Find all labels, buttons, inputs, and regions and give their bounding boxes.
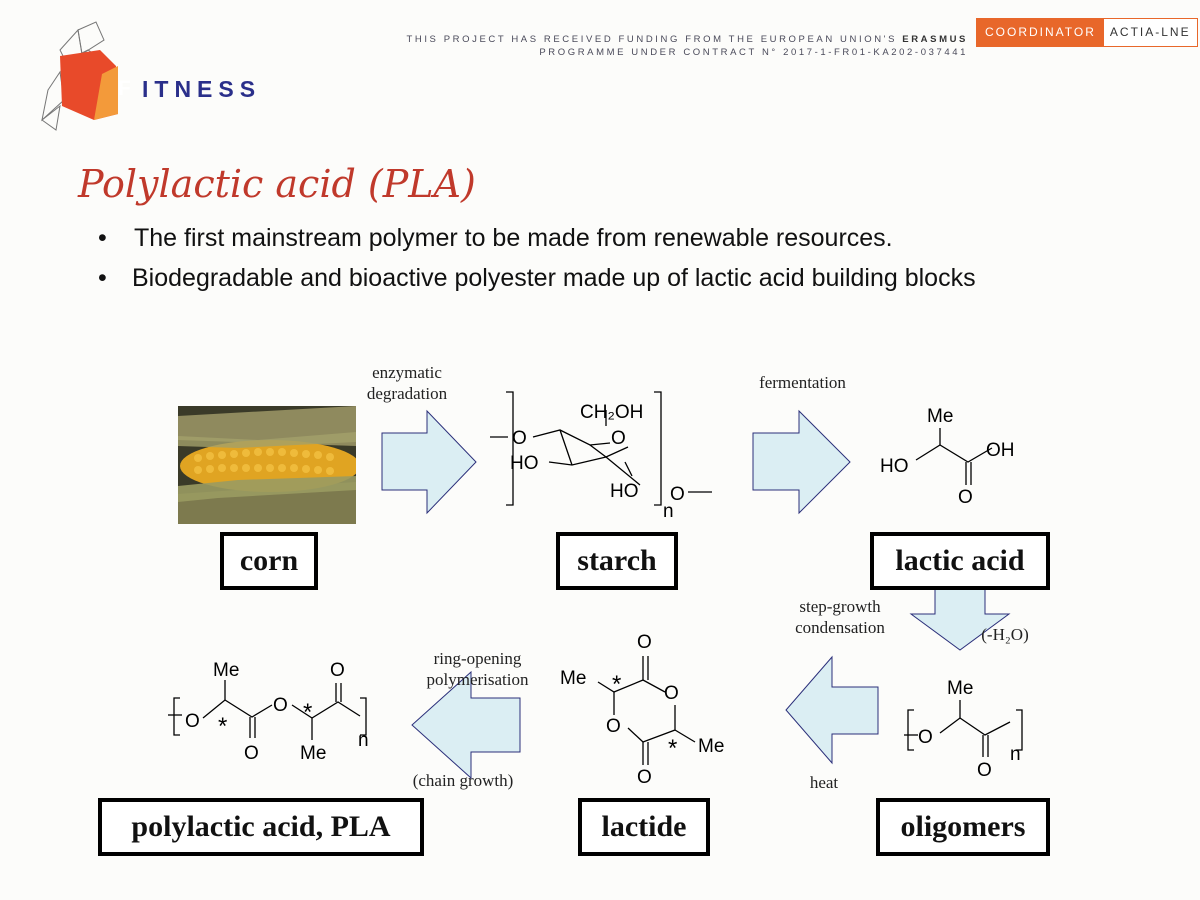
pla-o-ester: O [273, 695, 288, 716]
oligomers-o: O [918, 727, 933, 748]
funding-notice: THIS PROJECT HAS RECEIVED FUNDING FROM T… [370, 33, 968, 59]
slide-title: Polylactic acid (PLA) [78, 162, 476, 206]
bullet-2: • Biodegradable and bioactive polyester m… [98, 264, 976, 293]
starch-ho-bottom: HO [610, 481, 639, 502]
starch-o-ring: O [611, 428, 626, 449]
lactide-star-1: * [612, 671, 621, 698]
lactide-structure [597, 656, 696, 765]
caption-enzymatic-line-1: enzymatic [372, 363, 442, 382]
pla-o-left: O [185, 711, 200, 732]
caption-step-growth: step-growth condensation [780, 596, 900, 638]
coordinator-label: COORDINATOR [977, 19, 1104, 46]
corn-image [178, 406, 356, 524]
lactic-acid-structure [915, 428, 993, 485]
funding-brand: ERASMUS [902, 34, 968, 45]
arrow-lactide-to-pla [411, 670, 521, 780]
lactide-o-ring-right: O [664, 683, 679, 704]
label-starch: starch [556, 532, 678, 590]
lactic-o: O [958, 487, 973, 508]
coordinator-badge: COORDINATOR ACTIA-LNE [976, 18, 1198, 47]
bullet-1-text: The first mainstream polymer to be made … [134, 224, 893, 252]
funding-line-2: PROGRAMME UNDER CONTRACT N° 2017-1-FR01-… [539, 47, 968, 58]
starch-o-left: O [512, 428, 527, 449]
starch-structure [490, 391, 712, 506]
pla-me-top: Me [213, 660, 239, 681]
label-pla: polylactic acid, PLA [98, 798, 424, 856]
lactide-star-2: * [668, 735, 677, 762]
caption-chain-growth: (chain growth) [412, 771, 514, 790]
caption-enzymatic: enzymatic degradation [352, 362, 462, 404]
oligomers-n: n [1010, 744, 1021, 765]
coordinator-name: ACTIA-LNE [1103, 19, 1197, 46]
arrow-corn-to-starch [381, 409, 477, 515]
label-oligomers: oligomers [876, 798, 1050, 856]
pla-n: n [358, 730, 369, 751]
fitness-logo [41, 21, 118, 131]
arrow-starch-to-lactic [752, 409, 851, 515]
lactic-ho: HO [880, 456, 909, 477]
starch-n: n [663, 501, 674, 522]
caption-step-growth-line-2: condensation [795, 618, 885, 637]
bullet-marker: • [98, 224, 107, 252]
lactide-o-bottom: O [637, 767, 652, 788]
label-corn: corn [220, 532, 318, 590]
oligomers-o-bottom: O [977, 760, 992, 781]
pla-o-bottom: O [244, 743, 259, 764]
logo-wordmark: ITNESS [142, 76, 262, 102]
arrow-oligomers-to-lactide [785, 655, 879, 765]
lactide-me-right: Me [698, 736, 724, 757]
arrow-lactic-to-oligomers [909, 586, 1011, 651]
funding-line-1: THIS PROJECT HAS RECEIVED FUNDING FROM T… [406, 34, 898, 45]
oligomers-me: Me [947, 678, 973, 699]
oligomers-structure [904, 700, 1023, 757]
logo-letter-f: F [118, 77, 131, 100]
caption-step-growth-line-1: step-growth [799, 597, 881, 616]
caption-ring-opening-line-1: ring-opening [433, 649, 522, 668]
lactide-me-left: Me [560, 668, 586, 689]
bullet-2-text: Biodegradable and bioactive polyester ma… [132, 264, 976, 292]
label-lactic-acid: lactic acid [870, 532, 1050, 590]
bullet-1: • The first mainstream polymer to be made… [98, 224, 893, 253]
starch-ho-left: HO [510, 453, 539, 474]
lactic-me: Me [927, 406, 953, 427]
label-lactide: lactide [578, 798, 710, 856]
starch-ch2oh: CH₂OH [580, 402, 643, 423]
pla-star-1: * [218, 713, 227, 740]
caption-fermentation: fermentation [759, 373, 846, 392]
pla-o-top: O [330, 660, 345, 681]
caption-enzymatic-line-2: degradation [366, 384, 448, 403]
caption-heat: heat [809, 773, 839, 792]
pla-structure [168, 680, 367, 740]
bullet-marker: • [98, 264, 107, 292]
lactide-o-ring-left: O [606, 716, 621, 737]
pla-me-bottom: Me [300, 743, 326, 764]
lactic-oh: OH [986, 440, 1015, 461]
pla-star-2: * [303, 699, 312, 726]
lactide-o-top: O [637, 632, 652, 653]
caption-water-loss: (-H₂O) [981, 625, 1029, 644]
caption-ring-opening: ring-opening polymerisation [410, 648, 545, 690]
starch-o-right: O [670, 484, 685, 505]
caption-ring-opening-line-2: polymerisation [426, 670, 529, 689]
